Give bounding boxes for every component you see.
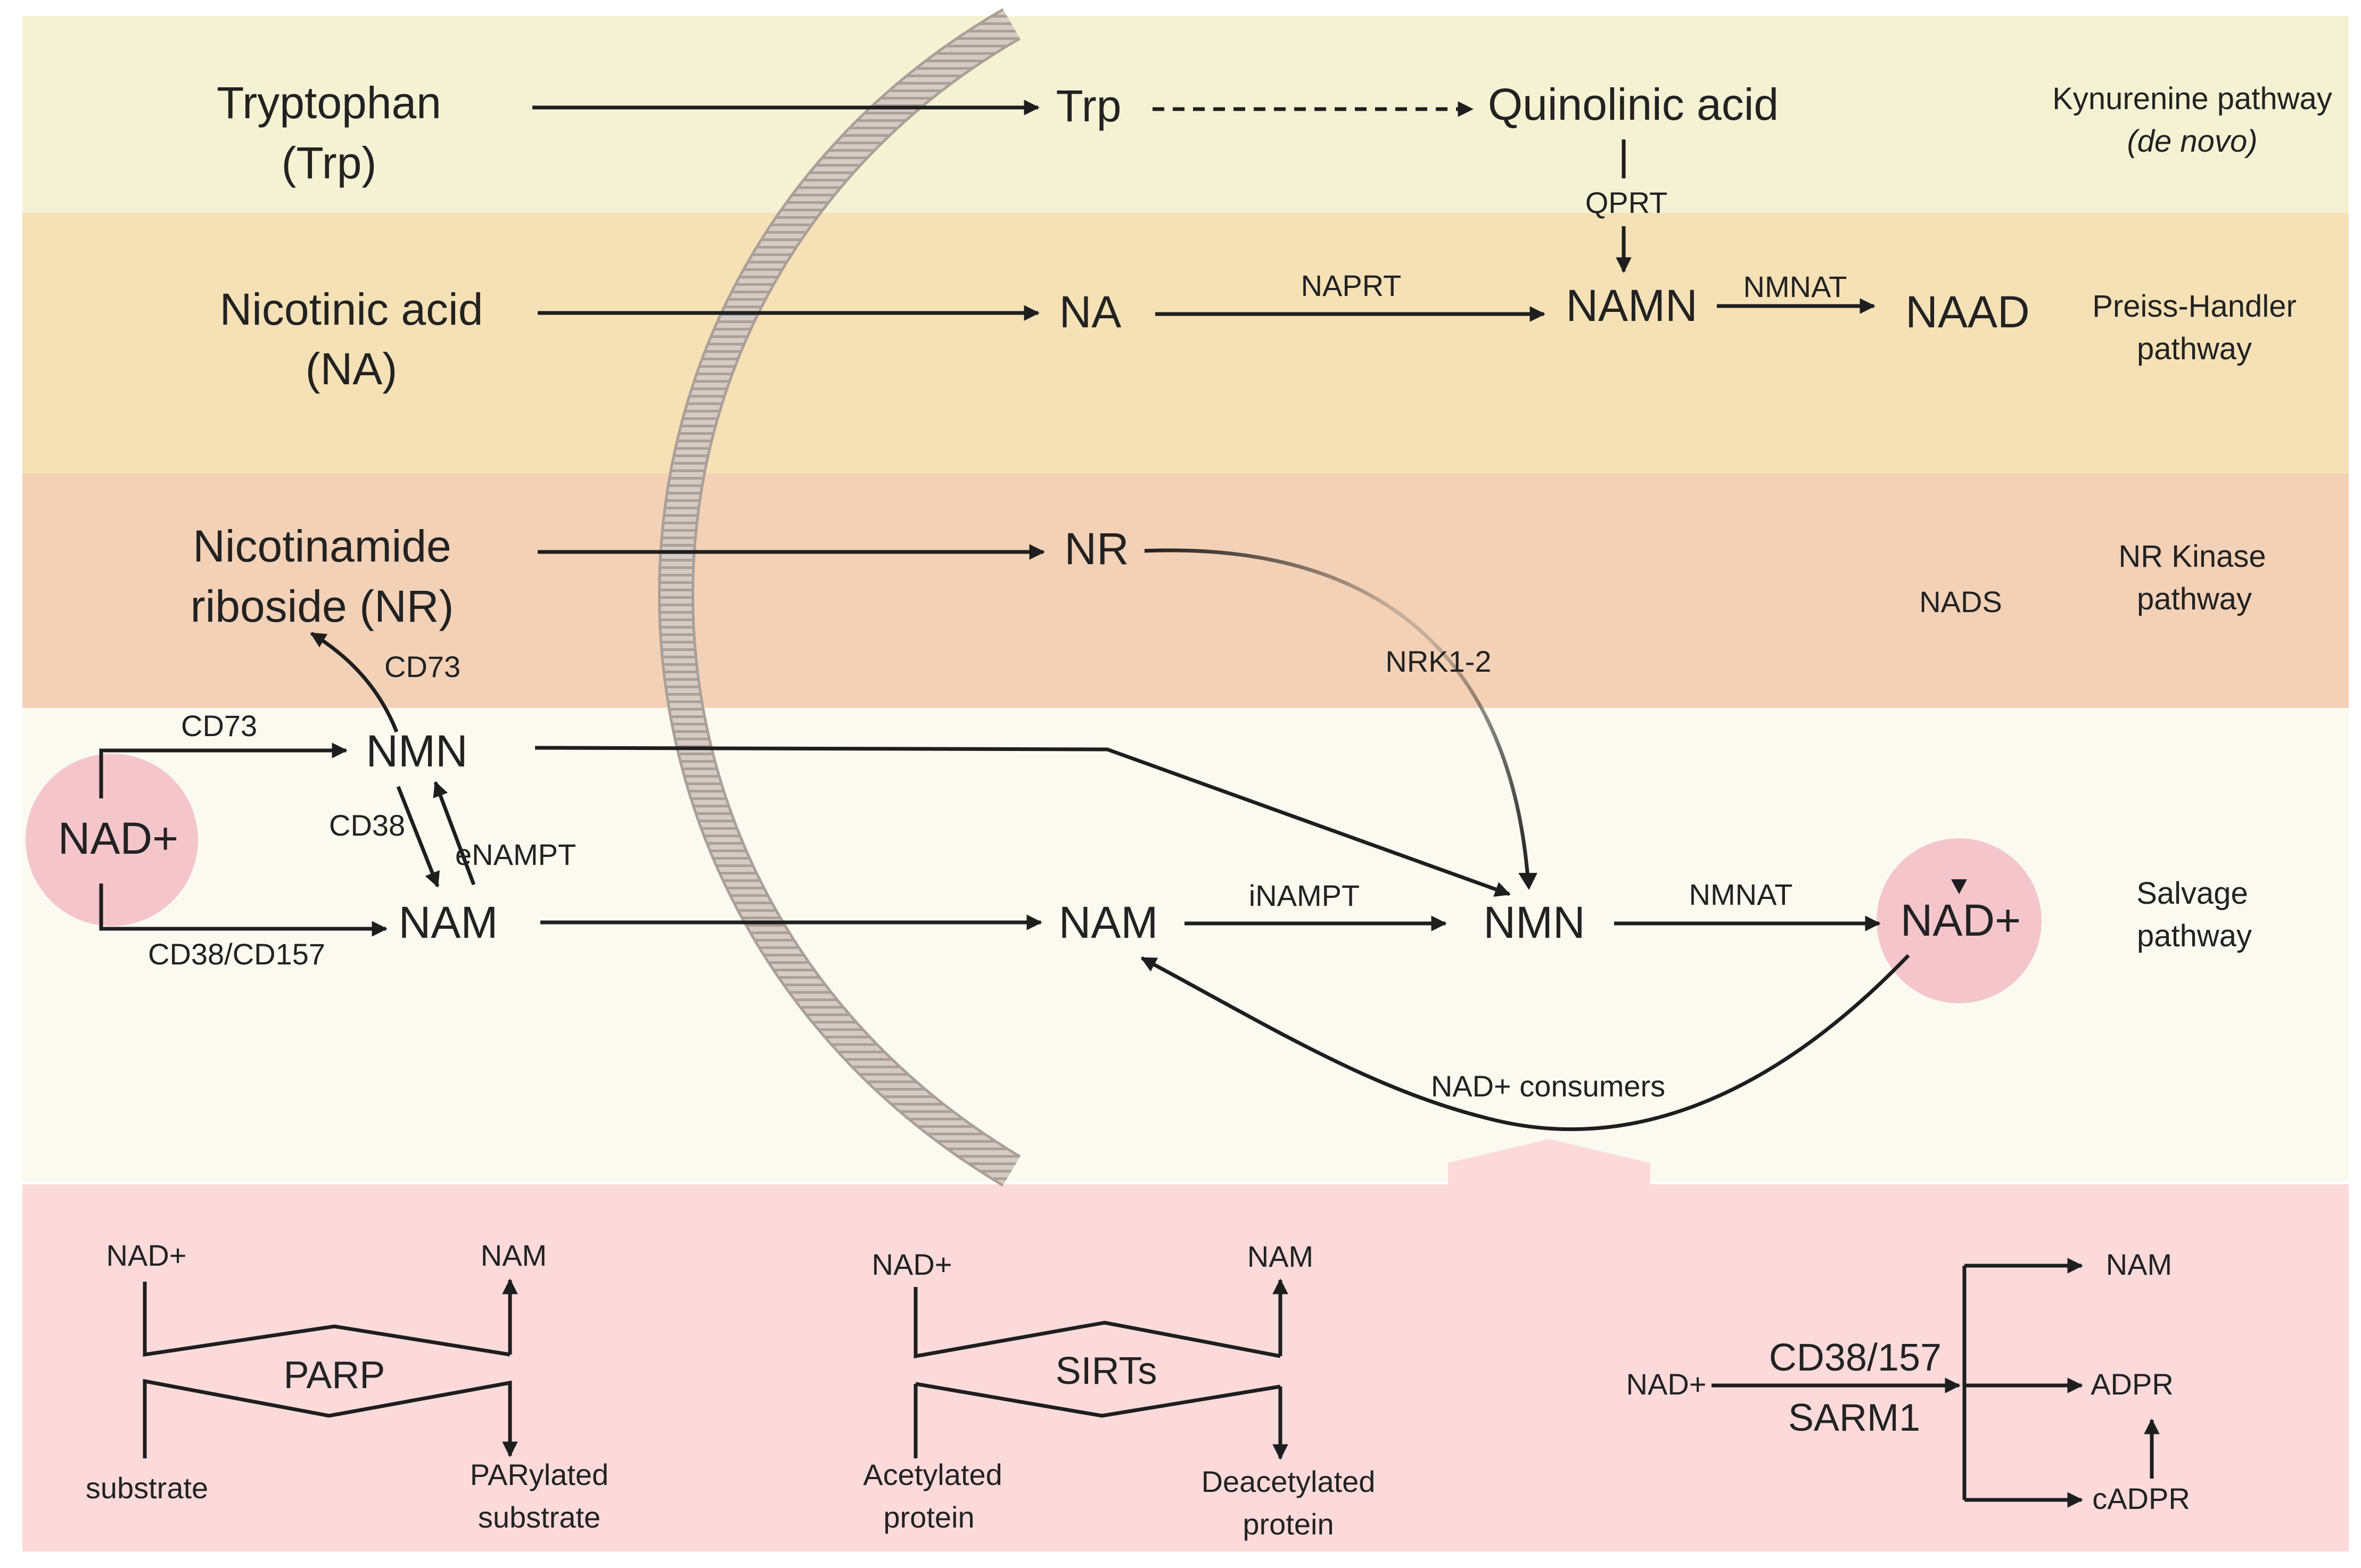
nr-label-1: Nicotinamide <box>193 521 451 571</box>
pathway-label-preiss-2: pathway <box>2137 332 2252 366</box>
pathway-label-kynurenine: Kynurenine pathway <box>2052 81 2332 116</box>
inside-nad-circle <box>1877 838 2042 1003</box>
outside-nad: NAD+ <box>58 813 178 863</box>
nrk-label: NRK1-2 <box>1385 645 1491 678</box>
outside-nam: NAM <box>399 897 498 947</box>
tryptophan-abbr: (Trp) <box>282 138 377 188</box>
parp-output-bottom-1: PARylated <box>470 1458 608 1491</box>
parp-label: PARP <box>284 1354 385 1397</box>
pathway-label-nrk-1: NR Kinase <box>2118 539 2266 574</box>
nicotinic-acid-label: Nicotinic acid <box>220 284 483 334</box>
naad: NAAD <box>1905 287 2029 337</box>
inside-nmn: NMN <box>1483 897 1585 947</box>
parp-reaction: PARP NAD+ NAM substrate PARylated substr… <box>86 1239 608 1534</box>
inside-nam: NAM <box>1059 897 1158 947</box>
namn: NAMN <box>1566 280 1697 331</box>
consumers-pointer <box>1448 1139 1650 1184</box>
cd73-nr-label: CD73 <box>384 650 460 683</box>
arrow-nad-to-nam <box>99 884 388 937</box>
tryptophan-label: Tryptophan <box>217 78 441 128</box>
arrow-nmn-to-nr <box>310 632 399 733</box>
pathway-label-salvage-1: Salvage <box>2136 876 2248 911</box>
arrow-nmn-to-inside-nmn <box>534 746 1511 897</box>
outside-nad-circle <box>26 754 198 926</box>
sirts-input-bottom-1: Acetylated <box>863 1458 1002 1491</box>
cd38-157-label: CD38/157 <box>1769 1336 1942 1379</box>
sirts-input-top: NAD+ <box>872 1248 952 1281</box>
arrow-nad-to-nmn <box>99 742 348 798</box>
sarm1-label: SARM1 <box>1788 1397 1920 1439</box>
nads-label: NADS <box>1919 585 2002 618</box>
inside-trp: Trp <box>1056 81 1122 131</box>
cd38-cd157-label: CD38/CD157 <box>148 937 325 971</box>
sirts-reaction: SIRTs NAD+ NAM Acetylated protein Deacet… <box>863 1240 1375 1541</box>
arrow-naad-to-nad-head <box>1951 879 1967 894</box>
kynurenine-band <box>22 16 2349 213</box>
cd38-output-nam: NAM <box>2106 1248 2172 1281</box>
arrow-nad-consumers-to-nam <box>1140 954 1910 1132</box>
preiss-handler-band <box>22 213 2349 474</box>
parp-input-top: NAD+ <box>106 1239 187 1272</box>
nicotinic-acid-abbr: (NA) <box>306 344 398 394</box>
inside-na: NA <box>1059 287 1122 337</box>
inampt-label: iNAMPT <box>1249 879 1360 912</box>
pathway-label-kynurenine-sub: (de novo) <box>2127 124 2257 159</box>
pathway-label-nrk-2: pathway <box>2137 582 2252 616</box>
quinolinic-acid: Quinolinic acid <box>1488 79 1779 129</box>
nmnat-label: NMNAT <box>1689 878 1793 911</box>
qprt-label: QPRT <box>1585 186 1668 219</box>
enampt-label: eNAMPT <box>455 838 576 871</box>
pathway-label-preiss-1: Preiss-Handler <box>2092 289 2297 324</box>
cd38-output-cadpr: cADPR <box>2092 1482 2190 1515</box>
cd38-sarm1-reaction: NAD+ CD38/157 SARM1 NAM ADPR cADPR <box>1626 1248 2190 1515</box>
sirts-label: SIRTs <box>1056 1350 1157 1392</box>
sirts-output-top: NAM <box>1247 1240 1313 1273</box>
arrow-nr-to-nmn <box>1144 548 1530 879</box>
sirts-output-bottom-2: protein <box>1243 1507 1334 1541</box>
nmnat-top-label: NMNAT <box>1743 270 1847 303</box>
parp-input-bottom: substrate <box>86 1471 208 1505</box>
nad-consumers-band <box>22 1184 2349 1552</box>
naprt-label: NAPRT <box>1301 269 1402 302</box>
outside-nmn: NMN <box>366 726 467 776</box>
inside-nad: NAD+ <box>1901 895 2021 945</box>
cd38-label: CD38 <box>329 808 405 842</box>
pathway-label-salvage-2: pathway <box>2137 919 2252 953</box>
cd38-output-adpr: ADPR <box>2091 1367 2174 1401</box>
parp-output-bottom-2: substrate <box>478 1500 600 1534</box>
cd38-input: NAD+ <box>1626 1367 1707 1401</box>
sirts-input-bottom-2: protein <box>883 1500 974 1534</box>
arrow-nr-to-nmn-head <box>1518 873 1537 890</box>
nr-kinase-band <box>22 474 2349 708</box>
cd73-nmn-label: CD73 <box>181 709 257 742</box>
nad-consumers-label: NAD+ consumers <box>1431 1069 1665 1103</box>
inside-nr: NR <box>1064 524 1129 574</box>
nr-label-2: riboside (NR) <box>191 581 454 631</box>
arrow-nmn-to-nam <box>396 786 440 888</box>
arrow-nam-to-nmn <box>433 781 476 886</box>
sirts-output-bottom-1: Deacetylated <box>1202 1465 1376 1498</box>
parp-output-top: NAM <box>481 1239 547 1272</box>
